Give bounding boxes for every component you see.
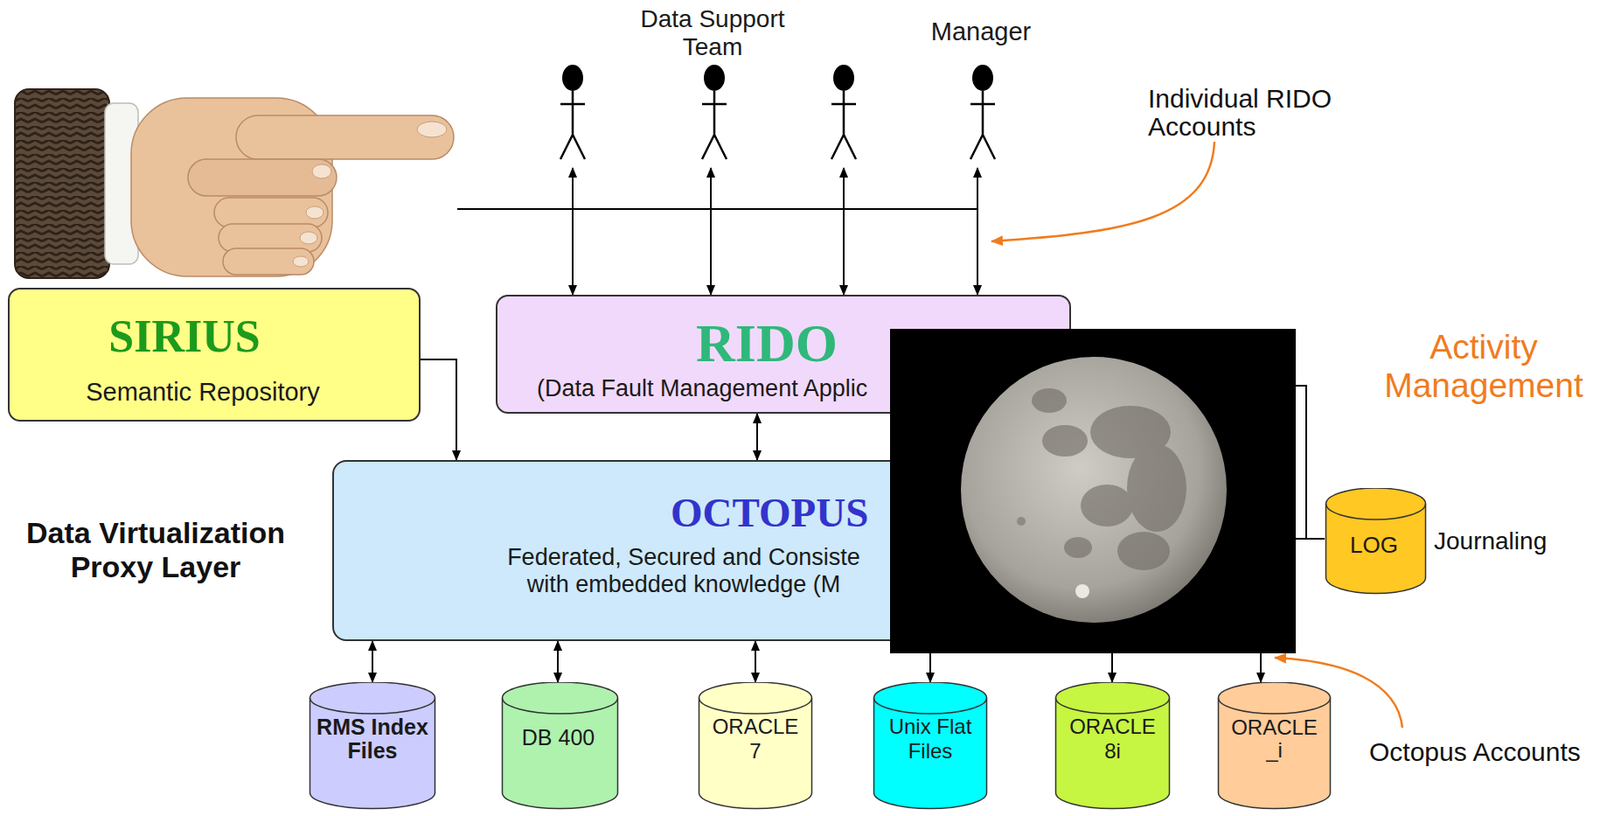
database-cylinder: ORACLE 7 bbox=[697, 681, 814, 810]
stick-figure bbox=[560, 64, 585, 160]
user-arrow bbox=[842, 167, 845, 295]
database-label: ORACLE 8i bbox=[1064, 714, 1161, 764]
connector-arrow bbox=[756, 413, 759, 460]
box-description: Federated, Secured and Consiste with emb… bbox=[500, 543, 868, 599]
figure-head bbox=[703, 64, 725, 91]
cylinder-rim bbox=[1218, 697, 1331, 714]
moon-maria bbox=[1031, 388, 1187, 571]
repository-box: SIRIUS Semantic Repository bbox=[7, 287, 421, 422]
figure-body bbox=[970, 90, 995, 160]
section-label: Activity Management bbox=[1374, 327, 1594, 405]
cylinder-body bbox=[699, 681, 813, 809]
layer-label: Data Virtualization Proxy Layer bbox=[6, 515, 305, 585]
cylinder-body bbox=[874, 681, 988, 809]
connector-arrow bbox=[976, 167, 979, 295]
connector-arrow bbox=[556, 640, 559, 682]
hand-nail bbox=[417, 121, 447, 138]
box-title: SIRIUS bbox=[9, 310, 360, 363]
moon-crater bbox=[1016, 516, 1026, 526]
photo-ground bbox=[890, 328, 1296, 654]
connector-arrow bbox=[709, 167, 712, 295]
pointing-hand bbox=[14, 89, 454, 279]
actor-label: Data Support Team bbox=[625, 5, 800, 62]
cylinder-body bbox=[1056, 681, 1170, 809]
box-subtitle: Semantic Repository bbox=[27, 377, 378, 407]
figure-head bbox=[972, 64, 994, 91]
hand-finger bbox=[236, 115, 454, 160]
database-label: Unix Flat Files bbox=[883, 714, 978, 764]
database-label: DB 400 bbox=[500, 724, 616, 751]
connector-arrow bbox=[420, 359, 457, 460]
cylinder-rim bbox=[1056, 697, 1170, 714]
box-title: OCTOPUS bbox=[670, 488, 846, 536]
box-subtitle: (Data Fault Management Applic bbox=[536, 375, 868, 403]
database-cylinder: ORACLE 8i bbox=[1054, 681, 1171, 810]
hand-cuff bbox=[14, 89, 110, 279]
moon-photo bbox=[890, 328, 1296, 654]
cylinder-body bbox=[310, 681, 436, 808]
bus-line bbox=[457, 208, 978, 210]
moon-disc bbox=[960, 356, 1227, 623]
cylinder-rim bbox=[874, 697, 988, 714]
box-title: RIDO bbox=[679, 312, 855, 375]
actor: Manager bbox=[893, 17, 1072, 168]
database-label: LOG bbox=[1324, 531, 1424, 558]
hand-nail bbox=[312, 164, 332, 179]
database-cylinder: Unix Flat Files bbox=[872, 681, 988, 810]
cylinder-body bbox=[1218, 681, 1331, 809]
stick-figure bbox=[688, 64, 741, 161]
hand-nail bbox=[299, 231, 318, 244]
hand-nail bbox=[306, 206, 324, 219]
database-label: ORACLE 7 bbox=[708, 714, 803, 764]
hand-curled-finger bbox=[214, 197, 328, 228]
database-label: ORACLE _i bbox=[1226, 716, 1322, 762]
cylinder-rim bbox=[699, 697, 813, 714]
stick-figure bbox=[956, 64, 1009, 161]
connector-arrow bbox=[754, 640, 757, 682]
figure-body bbox=[702, 90, 727, 160]
callout-label: Octopus Accounts bbox=[1369, 737, 1581, 767]
moon-crater bbox=[1075, 584, 1090, 599]
stick-figure bbox=[831, 64, 856, 160]
cylinder-rim bbox=[310, 697, 436, 714]
hand-thumb bbox=[187, 159, 337, 196]
callout-label: Individual RIDO Accounts bbox=[1147, 84, 1350, 141]
hand-curled-finger bbox=[218, 223, 322, 252]
cylinder-rim bbox=[502, 697, 619, 714]
database-cylinder: LOG bbox=[1324, 487, 1427, 595]
database-label: RMS Index Files bbox=[314, 715, 431, 763]
user-arrow bbox=[571, 167, 574, 295]
hand-curled-finger bbox=[222, 248, 314, 275]
actor-label: Manager bbox=[893, 17, 1069, 47]
side-label: Journaling bbox=[1433, 527, 1547, 556]
hand-nail bbox=[292, 256, 309, 267]
leader-line bbox=[991, 141, 1215, 242]
database-cylinder: ORACLE _i bbox=[1217, 681, 1332, 810]
database-cylinder: RMS Index Files bbox=[308, 681, 437, 810]
cylinder-rim bbox=[1326, 503, 1427, 520]
database-cylinder: DB 400 bbox=[500, 681, 620, 810]
connector-arrow bbox=[371, 640, 374, 682]
actor: Data Support Team bbox=[625, 5, 804, 168]
